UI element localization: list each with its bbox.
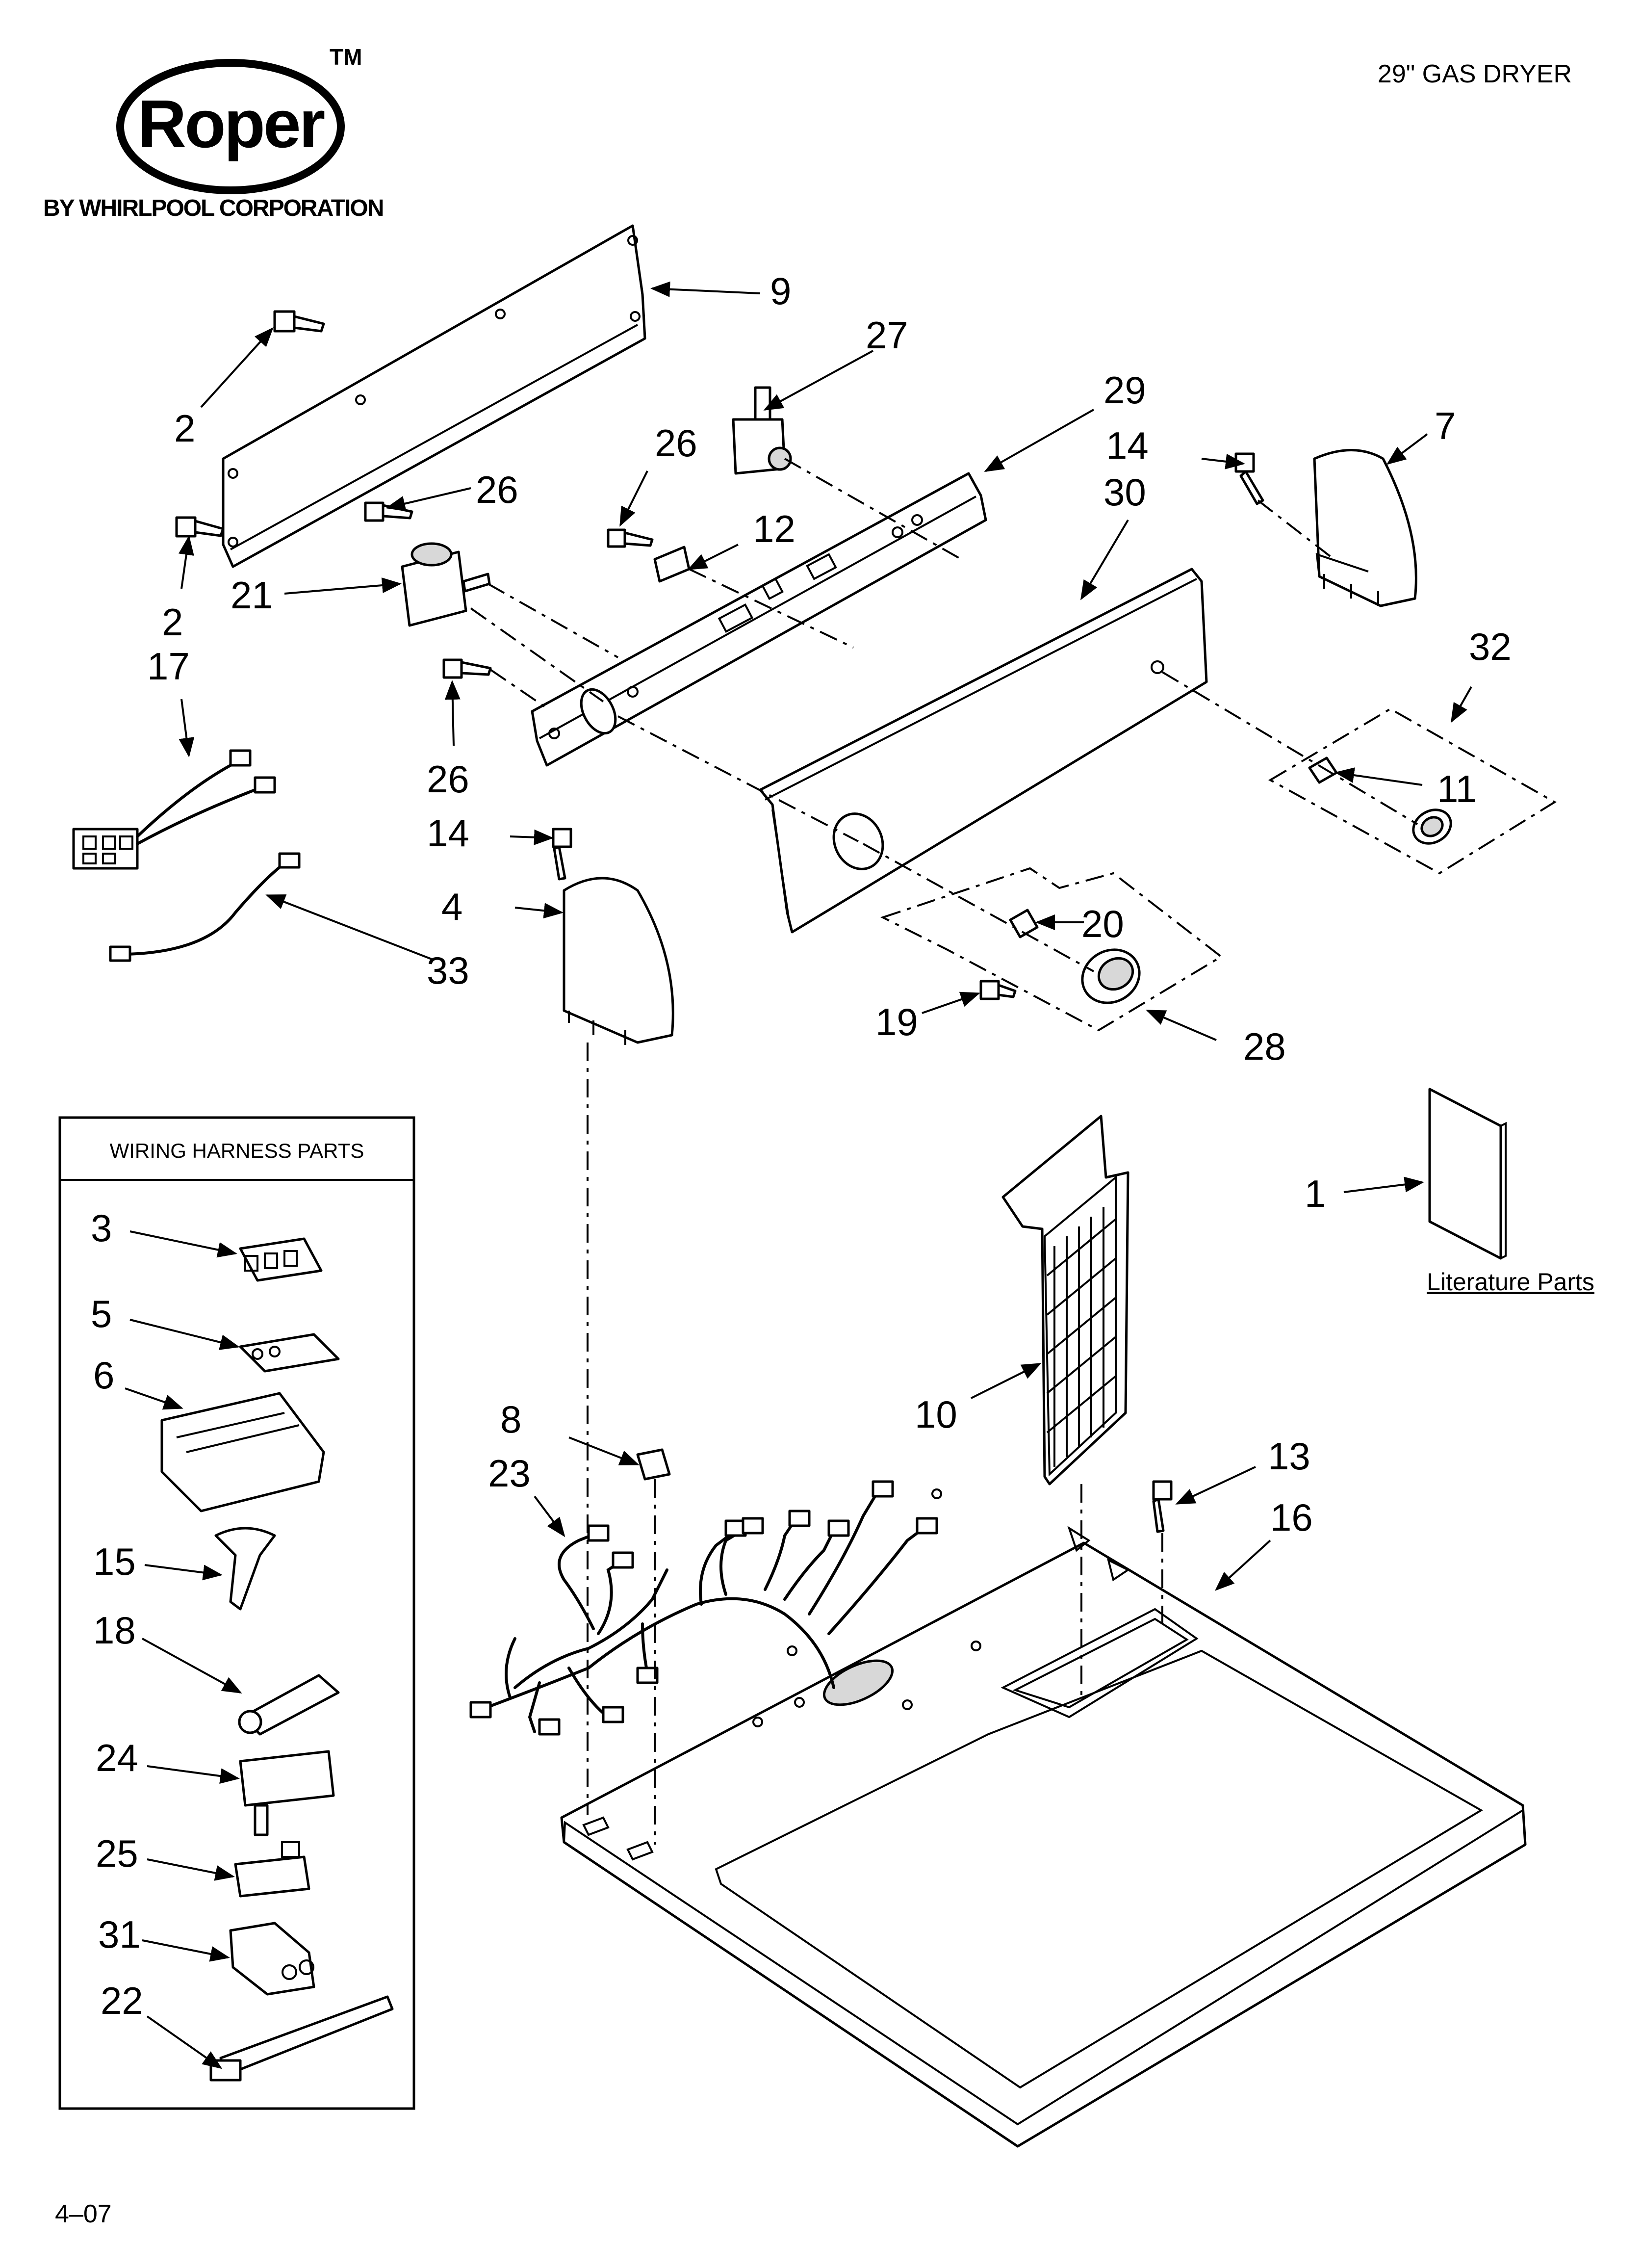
knob-right: [1412, 808, 1452, 845]
brand-subtitle: BY WHIRLPOOL CORPORATION: [43, 195, 383, 221]
harness-part-18: [238, 1674, 340, 1736]
callout-31: 31: [98, 1913, 141, 1956]
console-panel: [759, 568, 1208, 934]
lint-screen: [1001, 1115, 1129, 1486]
timer: [401, 542, 491, 627]
align-line-bracket: [617, 715, 859, 842]
literature-booklet: [1428, 1088, 1507, 1260]
wiring-harness-box: WIRING HARNESS PARTS: [58, 1116, 415, 2110]
roper-logo: Roper TM: [116, 44, 362, 194]
wire-lead: [109, 852, 301, 962]
callout-26-lower: 26: [427, 757, 469, 801]
screw-end-cap-right: [1234, 452, 1264, 505]
callout-2-upper: 2: [174, 407, 195, 450]
callout-14-lower: 14: [427, 811, 469, 855]
harness-part-22: [209, 1995, 394, 2082]
callout-33: 33: [427, 949, 469, 992]
callout-2-lower: 2: [162, 600, 183, 644]
callout-23: 23: [488, 1452, 531, 1495]
callout-1: 1: [1305, 1172, 1326, 1215]
callout-28: 28: [1243, 1025, 1286, 1068]
wiring-box-title: WIRING HARNESS PARTS: [110, 1139, 364, 1162]
harness-part-5: [239, 1333, 340, 1373]
align-line-switch: [689, 568, 854, 649]
screw-top-right: [1152, 1480, 1173, 1533]
callout-20: 20: [1081, 902, 1124, 945]
knob-group-right: [1268, 707, 1557, 875]
knob-front: [1081, 948, 1141, 1004]
callout-5: 5: [91, 1292, 112, 1335]
callout-25: 25: [96, 1832, 138, 1875]
callout-26-upper: 26: [655, 421, 697, 465]
callout-17: 17: [147, 645, 190, 688]
callout-9: 9: [770, 269, 791, 313]
clip: [636, 1448, 671, 1481]
callout-29: 29: [1103, 368, 1146, 412]
brand-name: Roper: [138, 86, 325, 162]
callout-labels: 9 27 29 7 2 14 26 30 26 12 21 2 17 32 26…: [91, 269, 1512, 2022]
screw-timer: [364, 501, 413, 522]
callout-13: 13: [1268, 1434, 1310, 1478]
callout-15: 15: [93, 1540, 136, 1583]
control-bracket: [531, 472, 987, 767]
end-cap-left: [563, 877, 674, 1045]
align-line-knob-front: [863, 843, 1094, 972]
harness-part-15: [214, 1527, 276, 1611]
harness-part-25: [234, 1841, 310, 1898]
harness-connector: [72, 749, 276, 870]
callout-30: 30: [1103, 470, 1146, 514]
callout-4: 4: [441, 885, 462, 928]
callout-24: 24: [96, 1736, 138, 1779]
end-cap-right: [1313, 449, 1417, 607]
harness-part-24: [239, 1750, 335, 1836]
rear-bracket-panel: [222, 224, 646, 568]
literature-label: Literature Parts: [1427, 1268, 1594, 1296]
align-line-end-cap-right: [1257, 499, 1335, 560]
screw-console: [442, 658, 492, 679]
callout-6: 6: [93, 1354, 114, 1397]
callout-18: 18: [93, 1609, 136, 1652]
main-wire-harness: [469, 1480, 938, 1736]
harness-part-31: [229, 1922, 315, 1996]
control-switch: [653, 546, 691, 583]
model-title: 29" GAS DRYER: [1378, 60, 1572, 88]
align-line-21: [487, 583, 618, 658]
callout-11: 11: [1437, 767, 1477, 810]
callout-10: 10: [915, 1393, 957, 1436]
callout-12: 12: [753, 507, 795, 550]
callout-27: 27: [866, 313, 908, 357]
callout-3: 3: [91, 1206, 112, 1250]
callout-19: 19: [875, 1000, 918, 1043]
knob-group-front: [880, 867, 1223, 1032]
trademark-mark: TM: [330, 44, 362, 70]
knob-insert-right: [1308, 756, 1338, 784]
callout-21: 21: [231, 574, 273, 617]
dryer-top: [560, 1488, 1527, 2148]
callout-7: 7: [1435, 404, 1456, 447]
screw-upper-left: [273, 310, 325, 333]
page-code: 4–07: [55, 2200, 112, 2228]
screw-end-cap-left: [552, 828, 572, 881]
screw-lower-left: [175, 516, 225, 538]
harness-part-6: [160, 1392, 325, 1512]
leader-lines: [125, 281, 1472, 2069]
callout-22: 22: [101, 1979, 143, 2022]
harness-part-3: [239, 1237, 323, 1282]
align-line-timer-shaft: [470, 607, 604, 703]
align-line-knob-right: [1161, 671, 1418, 825]
screw-knob: [979, 980, 1017, 1000]
callout-14-upper: 14: [1106, 424, 1149, 467]
callout-32: 32: [1469, 625, 1512, 668]
callout-26-middle: 26: [476, 468, 518, 511]
align-line-27: [784, 458, 962, 560]
screw-switch: [607, 528, 654, 548]
align-line-screw-console: [489, 669, 545, 707]
callout-16: 16: [1270, 1496, 1313, 1539]
callout-8: 8: [500, 1398, 521, 1441]
